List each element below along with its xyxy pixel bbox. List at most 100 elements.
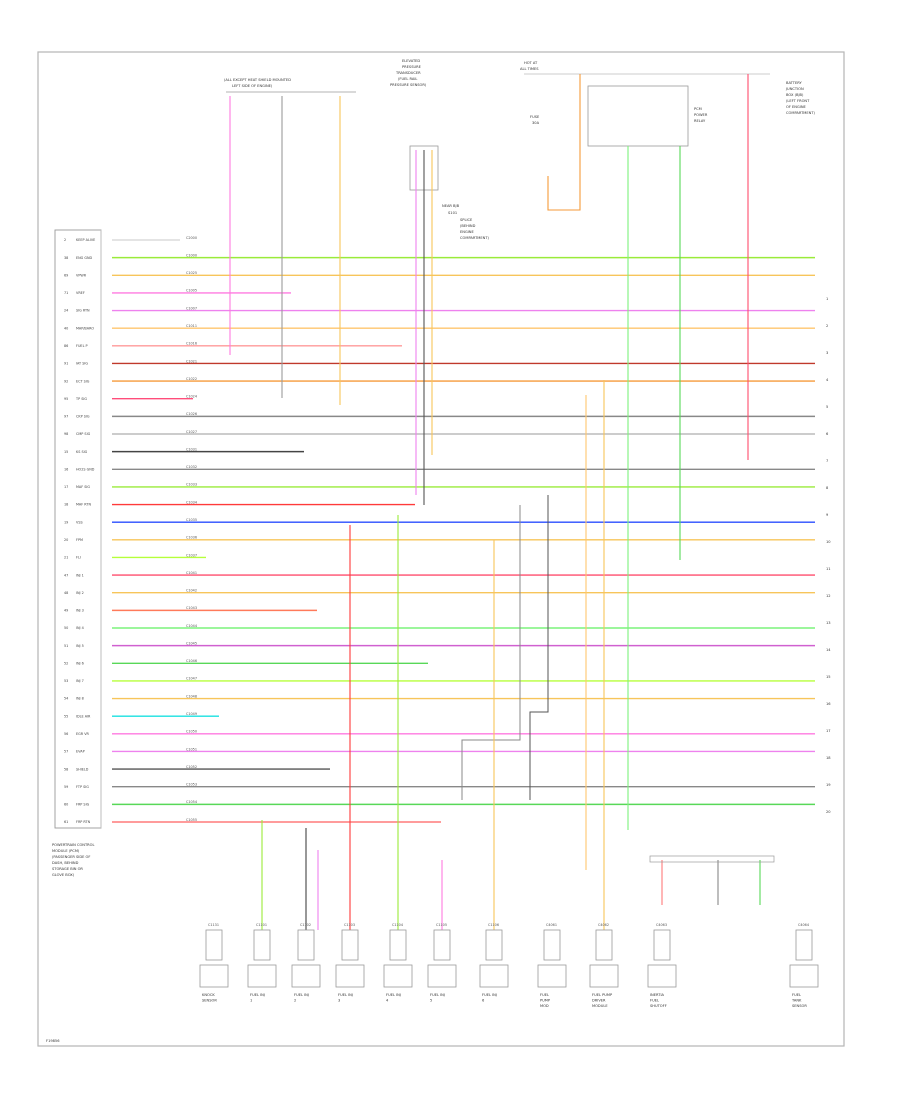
component-connector	[543, 929, 561, 961]
component-connector	[595, 929, 613, 961]
wire-code: C1044	[186, 624, 197, 628]
wire-pin: 71	[64, 291, 68, 295]
component-body	[537, 964, 567, 988]
wire-pin: 21	[64, 556, 68, 560]
wire-pin: 17	[64, 485, 68, 489]
splice-note-line-0: NEAR BJB	[442, 204, 460, 208]
right-ref: 6	[826, 432, 829, 436]
splice-note-line-1: S101	[448, 211, 457, 215]
component-code: C1131	[208, 923, 219, 927]
component-label: FUEL PUMP	[592, 993, 613, 997]
wire-label: FTP SIG	[76, 785, 89, 789]
wire-code: C2000	[186, 236, 197, 240]
component-body	[427, 964, 457, 988]
wire-label: INJ 8	[76, 697, 84, 701]
component-label: MODULE	[592, 1004, 608, 1008]
vertical-drops	[261, 380, 775, 930]
top-connector-line-1: LEFT SIDE OF ENGINE)	[232, 84, 273, 88]
wire-label: FRP RTN	[76, 820, 91, 824]
wire-code: C1011	[186, 324, 197, 328]
wire-code: C1035	[186, 518, 197, 522]
component-body	[199, 964, 229, 988]
wire-pin: 59	[64, 785, 68, 789]
component-label: 2	[294, 999, 296, 1003]
wire-pin: 58	[64, 767, 68, 771]
right-ref: 12	[826, 594, 831, 598]
wire-label: INJ 5	[76, 644, 84, 648]
wire-label: INJ 2	[76, 591, 84, 595]
splice-note-line-5: COMPARTMENT)	[460, 236, 490, 240]
component-label: DRIVER	[592, 999, 606, 1003]
wire-pin: 69	[64, 273, 68, 277]
wire-pin: 47	[64, 573, 68, 577]
component-connector	[341, 929, 359, 961]
component-label: 4	[386, 999, 389, 1003]
fuse-note-line-1: 30A	[532, 121, 540, 125]
right-ref: 11	[826, 567, 831, 571]
wire-code: C1037	[186, 553, 197, 557]
component-label: INERTIA	[650, 993, 665, 997]
wire-code: C1041	[186, 571, 197, 575]
pcm-label-line-5: GLOVE BOX)	[52, 873, 75, 877]
wire-label: FUEL P	[76, 344, 88, 348]
wire-pin: 52	[64, 661, 68, 665]
wire-label: VREF	[76, 291, 85, 295]
wire-pin: 98	[64, 432, 68, 436]
wire-code: C1055	[186, 818, 197, 822]
component-connector	[389, 929, 407, 961]
pressure-sensor: ELEVATED PRESSURE TRANSDUCER (FUEL RAIL …	[390, 59, 439, 505]
component-connector	[653, 929, 671, 961]
component-label: SENSOR	[792, 1004, 807, 1008]
component-body	[789, 964, 819, 988]
component-body	[589, 964, 619, 988]
component-label: SENSOR	[202, 999, 217, 1003]
wire-code: C1025	[186, 271, 197, 275]
wire-label: ECT SIG	[76, 379, 90, 383]
wire-label: ENG GND	[76, 256, 93, 260]
wire-label: VPWR	[76, 273, 87, 277]
pressure-sensor-line-0: ELEVATED	[402, 59, 420, 63]
component-code: C1104	[392, 923, 403, 927]
top-connector: (ALL EXCEPT HEAT SHIELD MOUNTED LEFT SID…	[224, 78, 356, 405]
wire-code: C1051	[186, 747, 197, 751]
component-label: FUEL INJ	[338, 993, 353, 997]
wire-code: C1024	[186, 395, 197, 399]
component-label: KNOCK	[202, 993, 215, 997]
component-code: C4064	[798, 923, 809, 927]
wire-label: CKP SIG	[76, 415, 90, 419]
pressure-sensor-line-1: PRESSURE	[402, 65, 422, 69]
component-connector	[795, 929, 813, 961]
wire-code: C1005	[186, 289, 197, 293]
junction-box-line-1: JUNCTION	[785, 87, 804, 91]
wire-pin: 48	[64, 591, 68, 595]
wire-code: C1043	[186, 606, 197, 610]
component-body	[335, 964, 365, 988]
component-label: TANK	[791, 999, 802, 1003]
wire-label: EVAP	[76, 750, 85, 754]
wire-label: INJ 4	[76, 626, 84, 630]
wire-pin: 2	[64, 238, 66, 242]
wire-row: 69 VPWR C1025	[64, 271, 815, 277]
component-label: MOD	[540, 1004, 549, 1008]
top-connector-line-0: (ALL EXCEPT HEAT SHIELD MOUNTED	[224, 78, 291, 82]
right-ref: 4	[826, 378, 829, 382]
wire-label: EGR VR	[76, 732, 90, 736]
wire-label: CMP SIG	[76, 432, 91, 436]
component-body	[647, 964, 677, 988]
junction-box-line-4: OF ENGINE	[786, 105, 807, 109]
